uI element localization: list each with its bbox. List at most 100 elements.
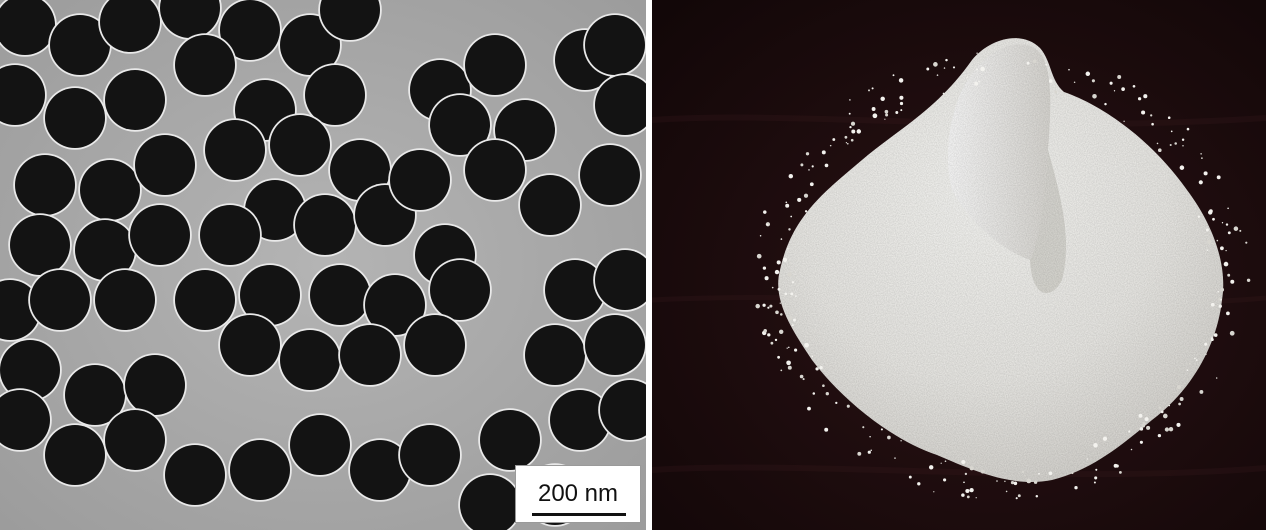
powder-speck bbox=[894, 457, 896, 459]
powder-speck bbox=[1225, 249, 1227, 252]
powder-speck bbox=[1150, 114, 1153, 117]
powder-speck bbox=[785, 201, 788, 204]
powder-speck bbox=[850, 121, 856, 126]
powder-speck bbox=[1207, 239, 1212, 245]
powder-speck bbox=[1104, 102, 1107, 106]
powder-speck bbox=[1015, 497, 1018, 500]
nanosphere bbox=[105, 70, 165, 130]
nanosphere bbox=[545, 260, 605, 320]
powder-speck bbox=[762, 266, 767, 270]
powder-speck bbox=[847, 142, 849, 145]
nanosphere bbox=[430, 95, 490, 155]
powder-speck bbox=[1200, 153, 1202, 155]
powder-speck bbox=[867, 450, 871, 454]
powder-speck bbox=[1201, 157, 1203, 159]
powder-speck bbox=[1168, 426, 1174, 432]
powder-speck bbox=[945, 58, 948, 62]
powder-speck bbox=[1086, 458, 1089, 460]
powder-speck bbox=[1188, 362, 1191, 365]
powder-speck bbox=[1218, 304, 1222, 308]
nanosphere bbox=[125, 355, 185, 415]
powder-speck bbox=[832, 138, 836, 141]
powder-speck bbox=[1026, 478, 1032, 484]
powder-speck bbox=[780, 313, 783, 316]
powder-speck bbox=[1226, 311, 1230, 316]
powder-speck bbox=[788, 228, 791, 231]
powder-speck bbox=[1091, 79, 1095, 83]
powder-speck bbox=[928, 465, 934, 470]
powder-speck bbox=[767, 333, 771, 337]
powder-speck bbox=[1094, 476, 1098, 480]
powder-speck bbox=[1156, 142, 1159, 145]
powder-speck bbox=[1141, 423, 1146, 428]
powder-speck bbox=[952, 66, 956, 69]
powder-speck bbox=[884, 118, 886, 120]
powder-speck bbox=[811, 355, 814, 358]
nanosphere bbox=[75, 220, 135, 280]
powder-speck bbox=[1162, 413, 1168, 419]
powder-speck bbox=[884, 109, 889, 114]
powder-speck bbox=[869, 436, 871, 438]
powder-speck bbox=[1176, 385, 1182, 390]
powder-speck bbox=[1181, 138, 1185, 141]
powder-speck bbox=[788, 346, 790, 349]
powder-speck bbox=[785, 203, 790, 208]
powder-speck bbox=[790, 215, 793, 218]
nanosphere bbox=[200, 205, 260, 265]
powder-speck bbox=[943, 67, 946, 69]
powder-texture bbox=[778, 38, 1224, 482]
powder-speck bbox=[774, 338, 778, 342]
powder-speck bbox=[1245, 241, 1248, 244]
nanosphere bbox=[80, 160, 140, 220]
nanosphere bbox=[465, 35, 525, 95]
powder-speck bbox=[996, 480, 998, 482]
powder-speck bbox=[791, 324, 794, 327]
nanosphere bbox=[295, 195, 355, 255]
powder-speck bbox=[762, 303, 766, 307]
powder-speck bbox=[980, 469, 985, 474]
powder-speck bbox=[1203, 171, 1208, 176]
powder-speck bbox=[1071, 471, 1074, 475]
powder-speck bbox=[943, 478, 947, 482]
powder-speck bbox=[788, 316, 793, 321]
powder-speck bbox=[849, 125, 852, 129]
powder-speck bbox=[900, 109, 903, 112]
powder-speck bbox=[966, 76, 969, 78]
powder-speck bbox=[871, 107, 876, 111]
powder-speck bbox=[969, 466, 974, 471]
powder-speck bbox=[1229, 330, 1235, 336]
powder-speck bbox=[1128, 430, 1131, 433]
powder-speck bbox=[1239, 229, 1242, 232]
powder-speck bbox=[777, 355, 781, 359]
powder-speck bbox=[1158, 406, 1161, 409]
nanosphere bbox=[595, 250, 646, 310]
powder-speck bbox=[872, 113, 878, 119]
powder-speck bbox=[809, 182, 814, 187]
powder-speck bbox=[1227, 273, 1231, 277]
nanosphere bbox=[240, 265, 300, 325]
powder-speck bbox=[1151, 122, 1154, 126]
powder-speck bbox=[800, 163, 804, 167]
powder-speck bbox=[1073, 81, 1076, 83]
powder-speck bbox=[1169, 143, 1172, 147]
powder-speck bbox=[1212, 217, 1215, 221]
powder-speck bbox=[786, 347, 788, 349]
scale-bar-box: 200 nm bbox=[515, 465, 641, 523]
powder-speck bbox=[1179, 397, 1184, 401]
powder-speck bbox=[778, 329, 784, 335]
powder-speck bbox=[1013, 481, 1018, 486]
nanosphere bbox=[460, 475, 520, 530]
powder-speck bbox=[808, 169, 810, 171]
nanosphere bbox=[100, 0, 160, 52]
powder-speck bbox=[1216, 175, 1221, 180]
powder-photo-panel bbox=[652, 0, 1266, 530]
powder-speck bbox=[815, 367, 819, 371]
nanosphere bbox=[600, 380, 646, 440]
powder-speck bbox=[1160, 410, 1164, 414]
nanosphere bbox=[525, 325, 585, 385]
powder-speck bbox=[824, 163, 829, 168]
powder-speck bbox=[1178, 402, 1181, 406]
powder-speck bbox=[1216, 239, 1219, 242]
tem-micrograph-spheres-icon bbox=[0, 0, 646, 530]
